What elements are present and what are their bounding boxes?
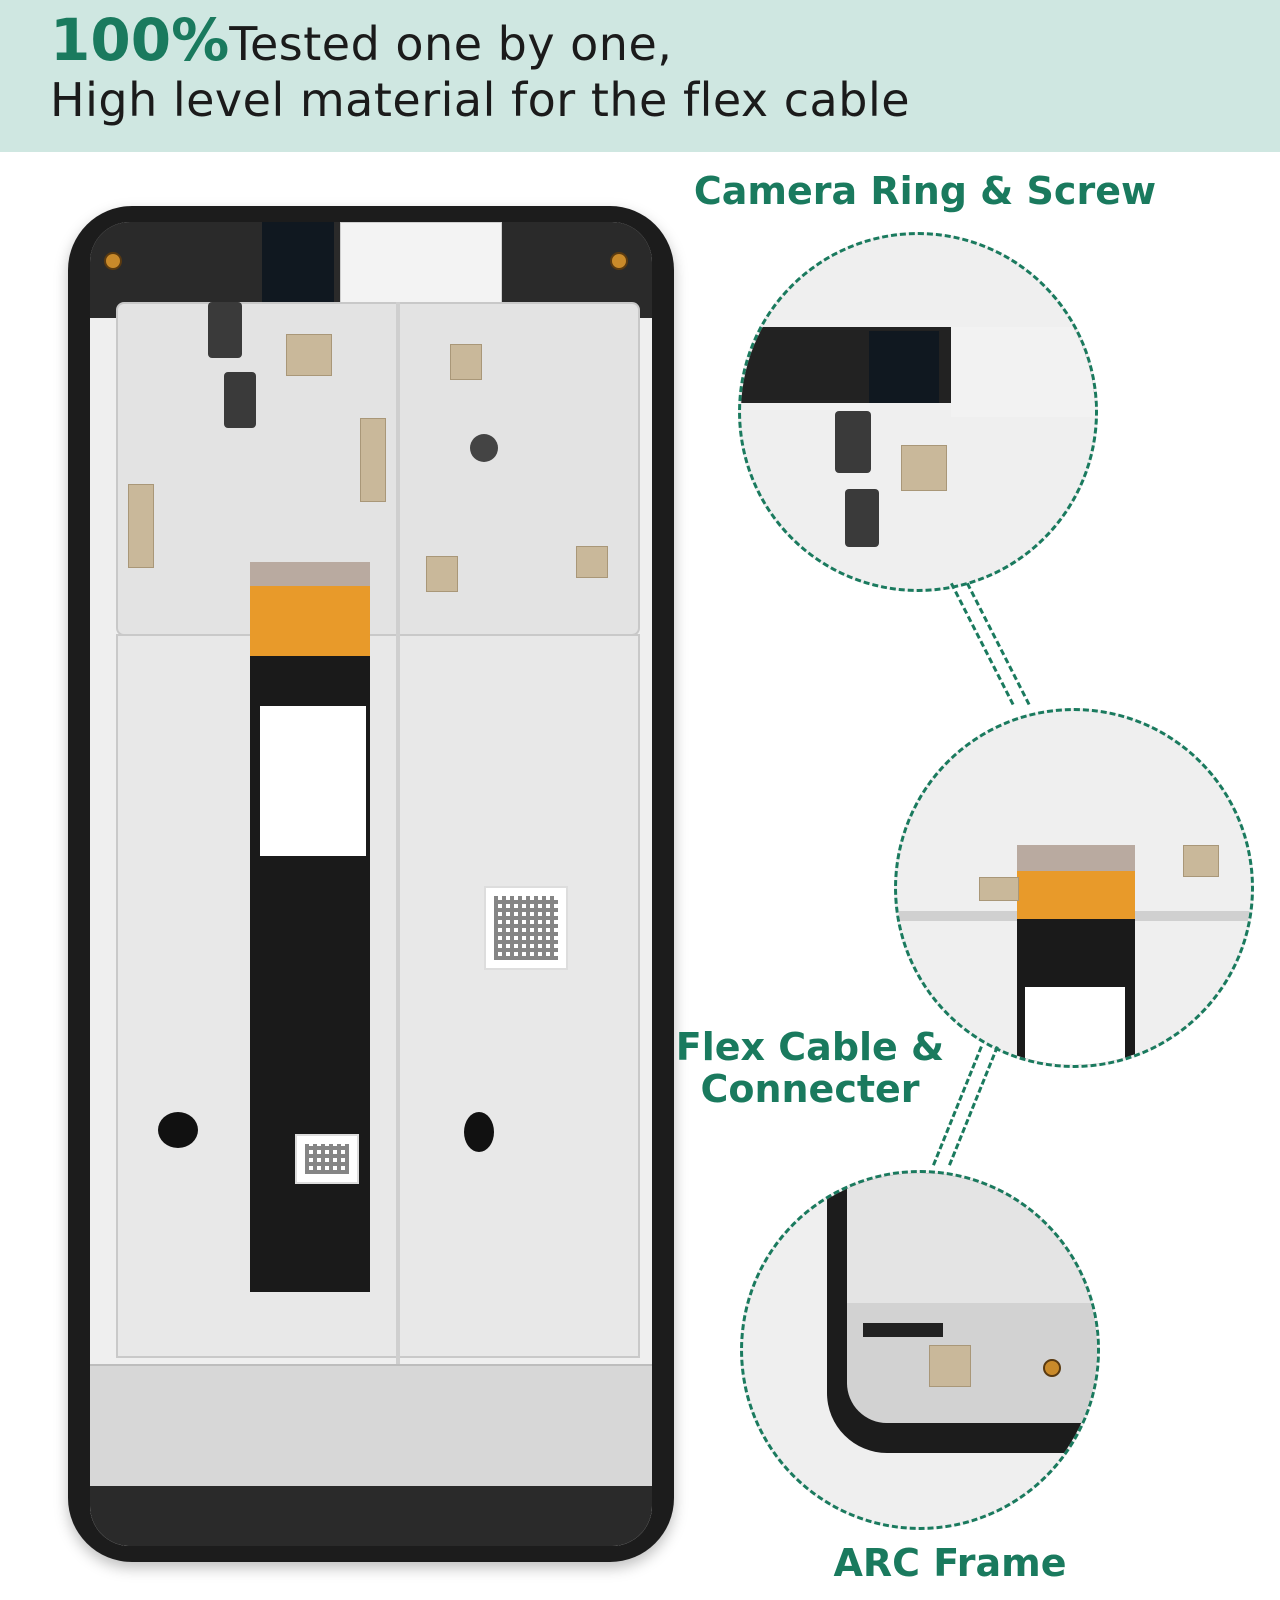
lower-metal-plate (116, 634, 640, 1358)
headline: 100%Tested one by one, High level materi… (50, 11, 911, 128)
chip (208, 302, 242, 358)
zoom-screw (1043, 1359, 1061, 1377)
frame-hole (464, 1112, 494, 1152)
screw (104, 252, 122, 270)
protective-tape (340, 222, 502, 309)
zoom-pad (979, 877, 1019, 901)
connector-line (950, 582, 1015, 706)
flex-connector-gold (250, 562, 370, 656)
conductive-pad (426, 556, 458, 592)
conductive-pad (128, 484, 154, 568)
phone-frame-inner (90, 222, 652, 1546)
screw (610, 252, 628, 270)
header-banner: 100%Tested one by one, High level materi… (0, 0, 1280, 152)
frame-hole (158, 1112, 198, 1148)
plate-divider (396, 302, 400, 1392)
phone-frame-image (68, 206, 674, 1562)
conductive-pad (286, 334, 332, 376)
camera-zoom-circle (738, 232, 1098, 592)
flex-zoom-circle (894, 708, 1254, 1068)
zoom-pad (929, 1345, 971, 1387)
zoom-flex-sticker (1025, 987, 1125, 1065)
frame-hole (470, 434, 498, 462)
conductive-pad (576, 546, 608, 578)
bottom-frame-edge (90, 1486, 652, 1546)
flex-cable-label: Flex Cable & Connecter (670, 1026, 950, 1110)
qr-code (484, 886, 568, 970)
arc-frame-label: ARC Frame (833, 1541, 1067, 1585)
zoom-flex-gold (1017, 871, 1135, 919)
zoom-pad (1183, 845, 1219, 877)
zoom-tape (951, 327, 1095, 417)
conductive-pad (360, 418, 386, 502)
chip (224, 372, 256, 428)
qr-code (295, 1134, 359, 1184)
headline-material: High level material for the flex cable (50, 73, 911, 127)
connector-line (966, 582, 1031, 706)
camera-cutout (262, 222, 334, 302)
headline-tested: Tested one by one, (229, 17, 673, 71)
zoom-strip (863, 1323, 943, 1337)
zoom-camera (869, 331, 939, 403)
flex-cable-label-line2: Connecter (700, 1067, 920, 1111)
zoom-chip (835, 411, 871, 473)
headline-percent: 100% (50, 6, 230, 74)
zoom-flex-tab (1017, 845, 1135, 871)
zoom-pad (901, 445, 947, 491)
arc-frame-zoom-circle (740, 1170, 1100, 1530)
camera-ring-label: Camera Ring & Screw (693, 169, 1157, 213)
flex-cable-label-line1: Flex Cable & (675, 1025, 945, 1069)
conductive-pad (450, 344, 482, 380)
flex-sticker (260, 706, 366, 856)
zoom-chip (845, 489, 879, 547)
